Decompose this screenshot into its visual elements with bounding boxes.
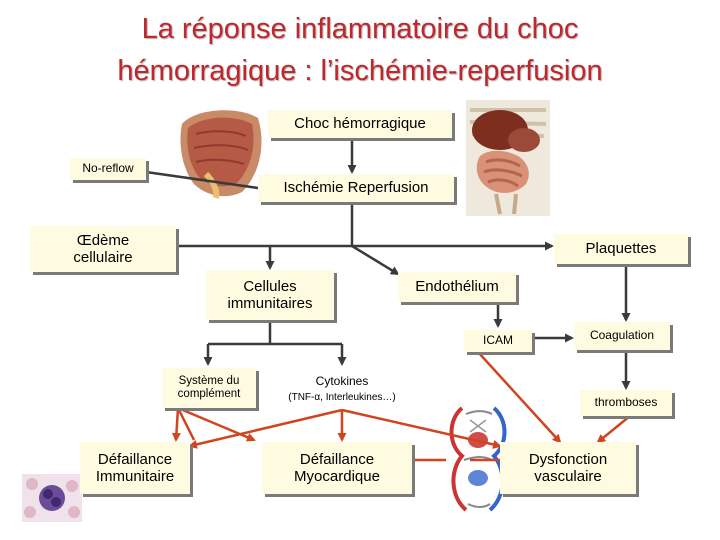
thromboses-node: thromboses — [580, 390, 672, 416]
endothelium-node: Endothélium — [398, 272, 516, 302]
icam-node: ICAM — [464, 330, 532, 352]
choc-hemorragique-node: Choc hémorragique — [268, 110, 452, 138]
dysfonction-vasculaire-node: Dysfonction vasculaire — [500, 442, 636, 494]
title-line-2: hémorragique : l’ischémie-reperfusion — [117, 55, 603, 87]
cytokines-label: Cytokines — [315, 374, 369, 388]
muscle-illustration — [180, 110, 262, 199]
cellules-immunitaires-node: Cellules immunitaires — [206, 270, 334, 320]
no-reflow-node: No-reflow — [70, 158, 146, 180]
cytokines-detail-label: (TNF-α, Interleukines…) — [288, 392, 396, 403]
systeme-complement-node: Système du complément — [162, 368, 256, 408]
blood-cells-illustration — [22, 474, 82, 522]
abdominal-organs-illustration — [466, 100, 550, 216]
oedeme-cellulaire-node: Œdème cellulaire — [30, 226, 176, 272]
coagulation-node: Coagulation — [574, 322, 670, 350]
heart-vessels-illustration — [449, 406, 507, 512]
defaillance-immunitaire-node: Défaillance Immunitaire — [80, 442, 190, 494]
defaillance-myocardique-node: Défaillance Myocardique — [262, 442, 412, 494]
plaquettes-node: Plaquettes — [554, 234, 688, 264]
ischemie-reperfusion-node: Ischémie Reperfusion — [258, 174, 454, 202]
title-line-1: La réponse inflammatoire du choc — [141, 13, 579, 45]
